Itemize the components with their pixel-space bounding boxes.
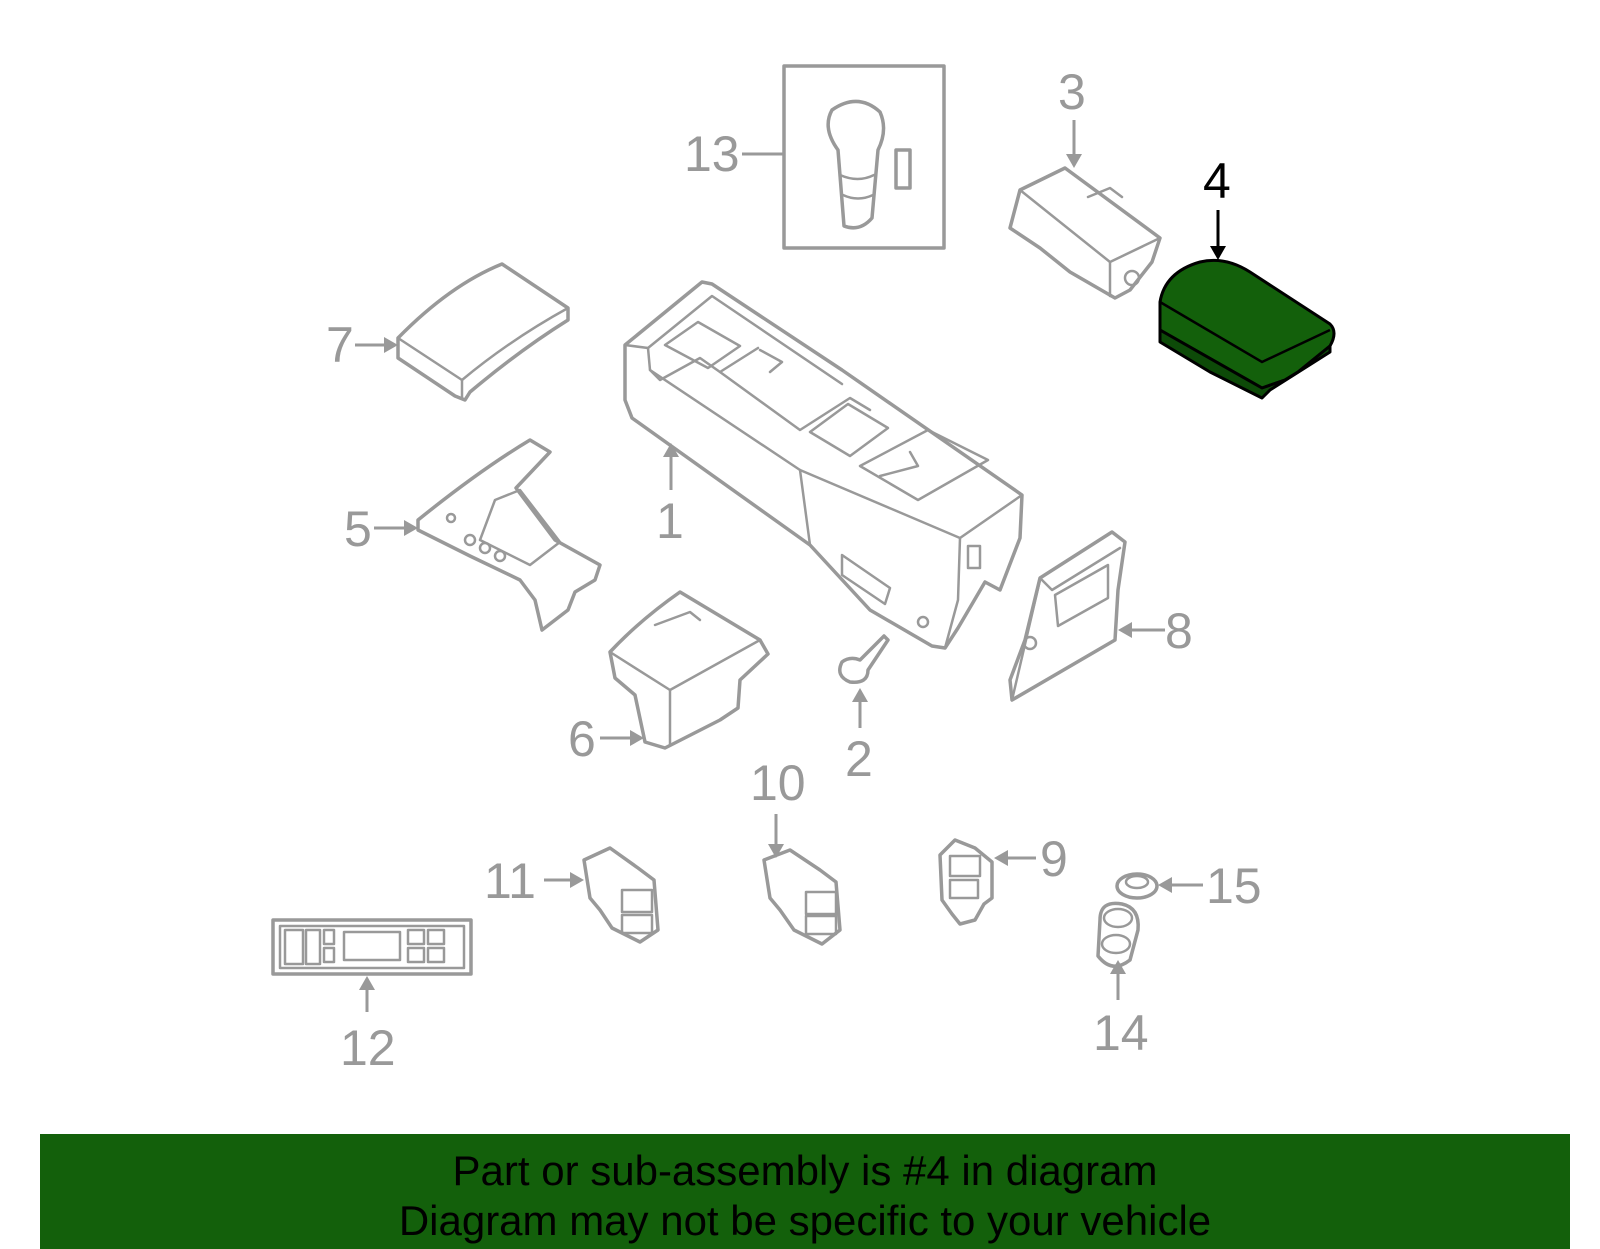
part-14-power-outlet[interactable] [1096,901,1140,968]
banner-line-1: Part or sub-assembly is #4 in diagram [452,1147,1158,1194]
info-banner: Part or sub-assembly is #4 in diagram Di… [40,1134,1570,1249]
callout-10: 10 [750,755,806,811]
part-12-switch-panel[interactable] [271,918,473,976]
part-1-center-console[interactable] [623,280,1024,650]
part-11-switch[interactable] [582,846,660,944]
part-5-shifter-bezel[interactable] [416,438,602,632]
callout-2: 2 [845,731,873,787]
callout-12: 12 [340,1020,396,1076]
callout-13: 13 [684,126,740,182]
callout-4: 4 [1203,153,1231,209]
callout-11: 11 [484,853,536,909]
part-13-shift-knob[interactable] [782,64,946,250]
part-4-armrest-lid[interactable] [1158,258,1336,400]
callout-3: 3 [1058,64,1086,120]
part-9-switch[interactable] [938,838,994,926]
part-2-push-clip[interactable] [838,634,890,684]
part-3-storage-insert[interactable] [1008,166,1162,300]
part-10-switch[interactable] [762,848,842,946]
part-8-rear-panel[interactable] [1008,530,1127,702]
leader-lines [355,120,1226,1012]
part-6-storage-bin[interactable] [608,590,770,750]
banner-line-2: Diagram may not be specific to your vehi… [398,1197,1212,1244]
callout-8: 8 [1165,603,1193,659]
callout-6: 6 [568,711,596,767]
callout-9: 9 [1040,831,1068,887]
callout-14: 14 [1093,1005,1149,1061]
callout-15: 15 [1206,858,1262,914]
callout-1: 1 [656,493,684,549]
callout-7: 7 [326,317,354,373]
callout-5: 5 [344,501,372,557]
part-7-cover-panel[interactable] [396,262,570,402]
part-15-outlet-cap[interactable] [1115,872,1159,900]
